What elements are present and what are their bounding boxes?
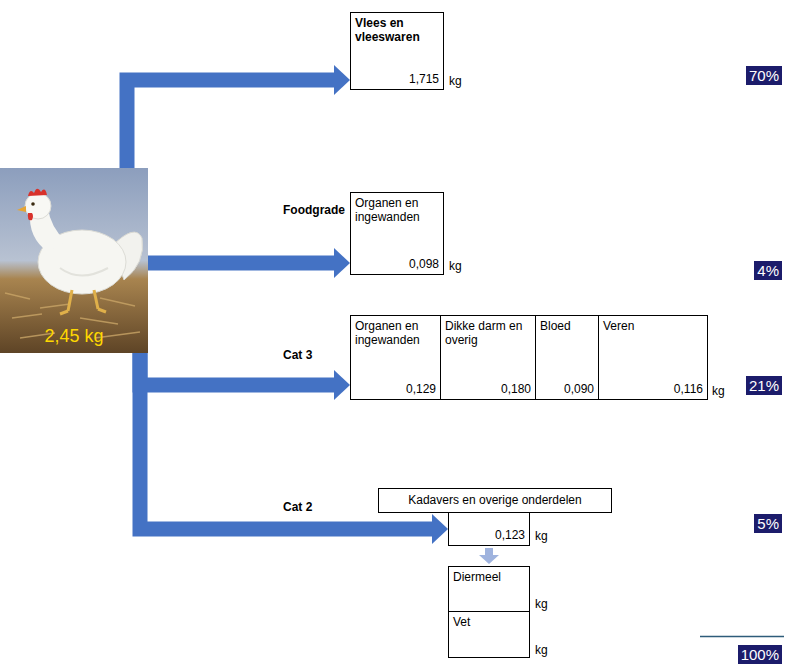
unit-label: kg [535,643,548,657]
header-box: Kadavers en overige onderdelen [378,488,612,513]
box-text: Kadavers en overige onderdelen [408,493,581,507]
box-text: Diermeel [453,570,501,584]
product-box: Vlees en vleeswaren 1,715 [350,12,444,90]
percentage-label: 21% [746,376,782,395]
value-box: 0,123 [448,512,530,546]
product-box: Organen en ingewanden 0,098 [350,192,444,275]
arrow-head [334,248,350,278]
arrow-head [479,555,499,564]
percentage-label: 4% [754,261,782,280]
arrow-head [334,65,350,95]
box-text: 2,45 kg [44,327,103,347]
box-text: Organen en ingewanden [355,196,439,225]
box-text: Vet [453,615,470,629]
box-value: 0,129 [406,382,436,396]
chicken-weight: 2,45 kg [0,168,148,353]
category-label: Foodgrade [283,203,345,217]
percentage-label: 100% [738,645,782,664]
box-value: 0,098 [409,257,439,271]
category-label: Cat 2 [283,500,312,514]
arrow-shaft [485,548,493,555]
unit-label: kg [449,74,462,88]
unit-label: kg [712,384,725,398]
percentage-label: 5% [754,514,782,533]
table-cell: Dikke darm en overig 0,180 [440,315,536,400]
table-cell: Bloed 0,090 [535,315,599,400]
box-value: 0,090 [564,382,594,396]
unit-label: kg [449,259,462,273]
table-cell: Organen en ingewanden 0,129 [350,315,441,400]
total-line [700,635,784,638]
box-text: 0,123 [495,528,525,542]
flow-arrow [127,65,350,168]
product-box: Diermeel [448,566,530,612]
percentage-label: 70% [746,66,782,85]
flow-arrow [479,548,499,564]
arrow-head [334,370,350,400]
product-box: Vet [448,611,530,658]
box-text: Bloed [540,319,594,333]
box-value: 0,180 [501,382,531,396]
box-text: Organen en ingewanden [355,319,436,348]
box-text: Dikke darm en overig [445,319,531,348]
flow-arrow [140,353,350,400]
arrow-shaft [127,80,334,168]
box-text: Vlees en vleeswaren [355,16,439,45]
table-cell: Veren 0,116 [598,315,708,400]
arrow-shaft [148,256,334,271]
arrow-head [432,514,448,544]
unit-label: kg [535,597,548,611]
unit-label: kg [535,529,548,543]
category-label: Cat 3 [283,348,312,362]
box-value: 1,715 [409,72,439,86]
flow-arrow [148,248,350,278]
chicken-photo [0,168,148,353]
box-text: Veren [603,319,703,333]
box-value: 0,116 [674,382,703,396]
